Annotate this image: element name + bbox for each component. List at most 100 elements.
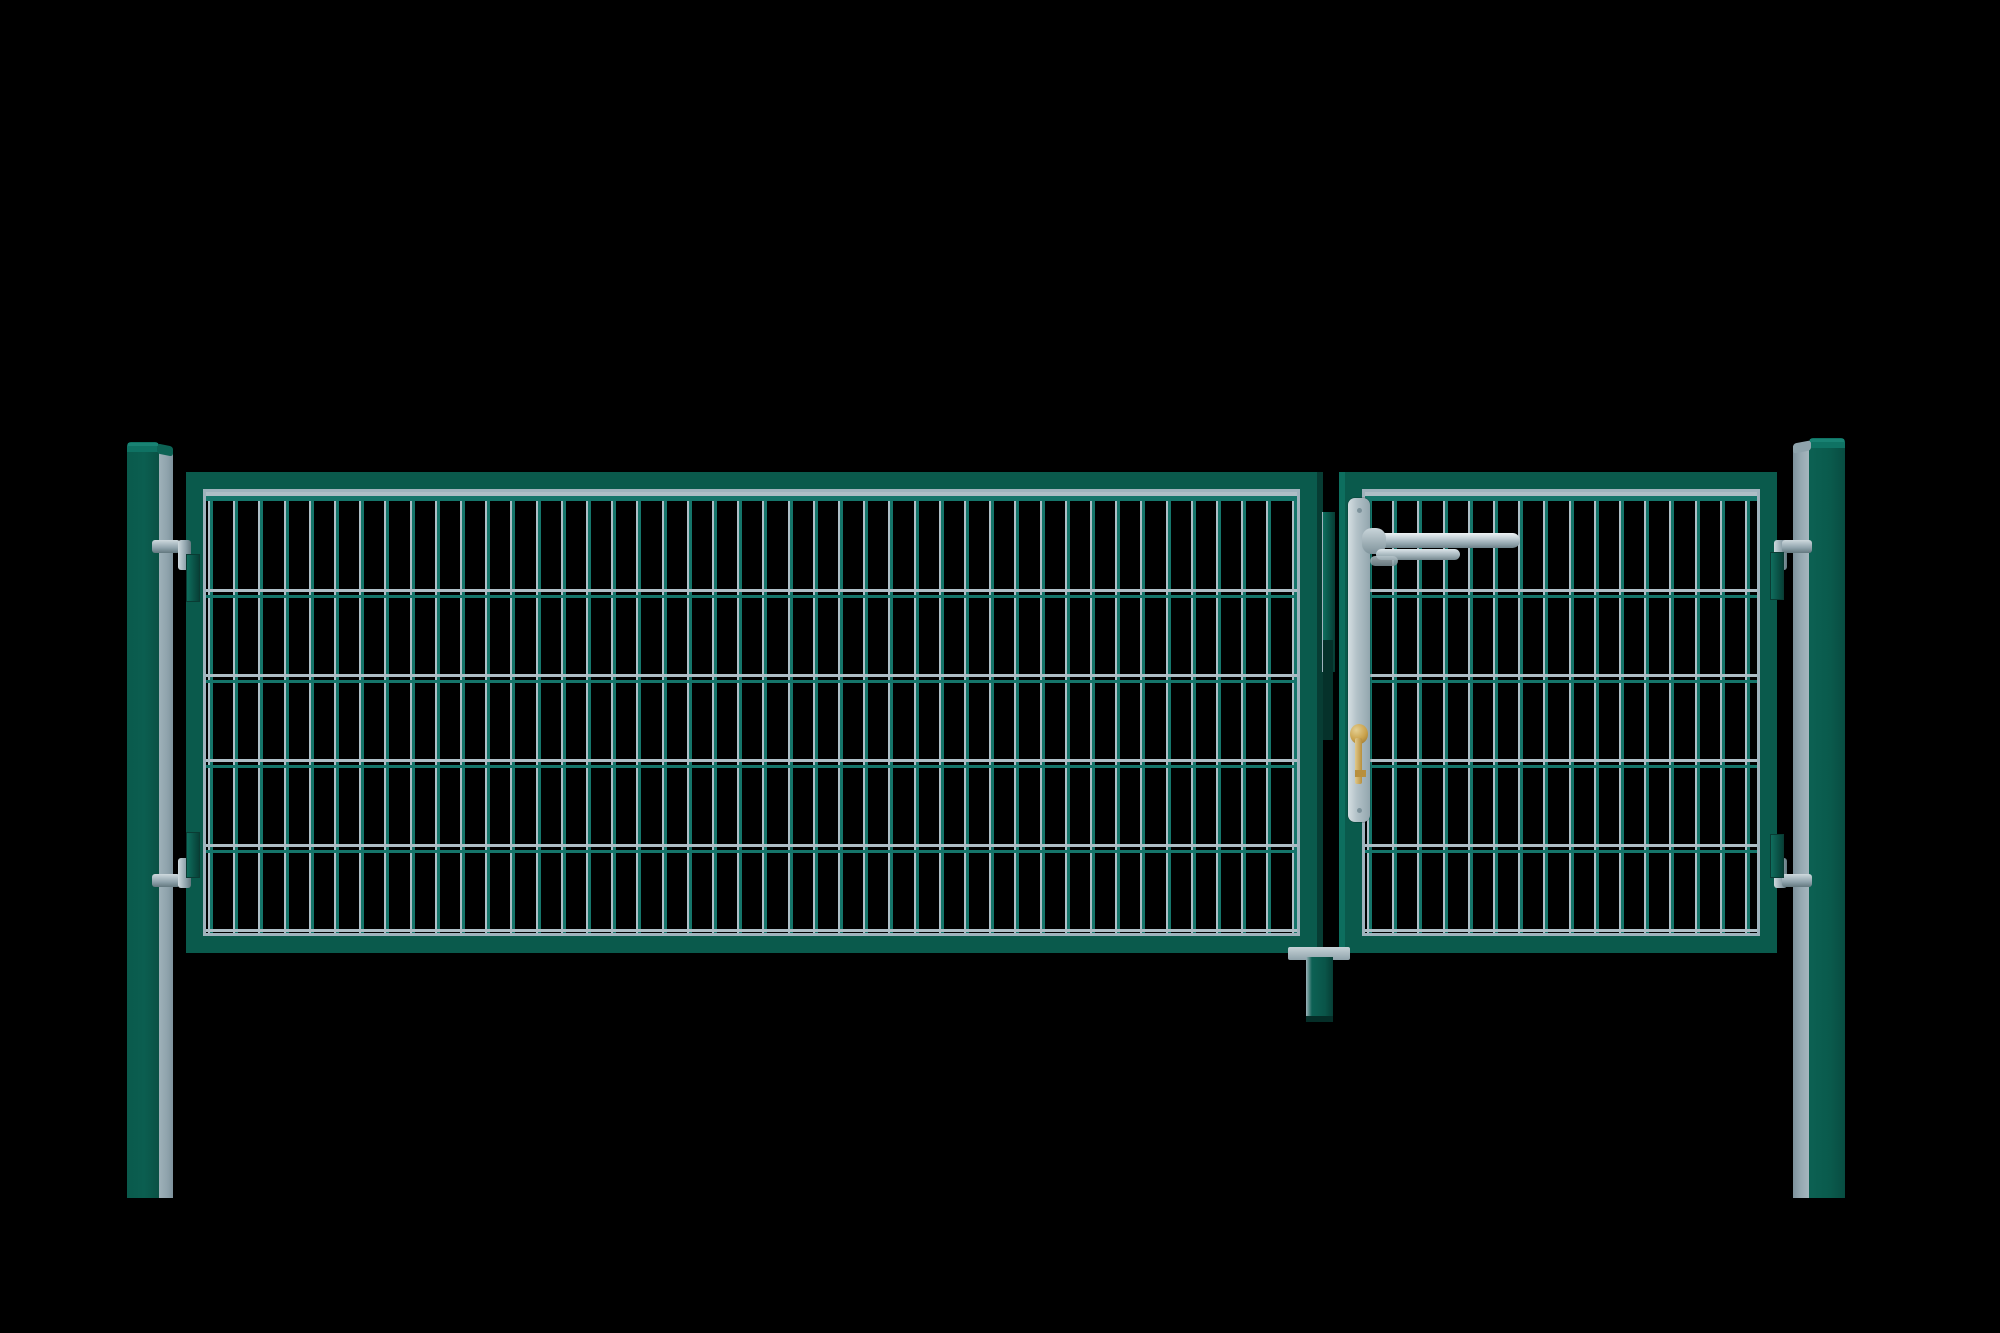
mesh-vertical-wire (560, 492, 566, 933)
mesh-horizontal-wire-pair (206, 929, 1297, 933)
drop-bolt[interactable] (1306, 957, 1333, 1021)
post-right-cap-icon (1809, 438, 1845, 448)
mesh-vertical-wire (1644, 492, 1650, 933)
mesh-vertical-wire (611, 492, 617, 933)
mesh-vertical-wire (661, 492, 667, 933)
mesh-vertical-wire (1694, 492, 1700, 933)
mesh-vertical-wire (1039, 492, 1045, 933)
mesh-vertical-wire (1493, 492, 1498, 933)
hinge-left-lower-barrel (152, 874, 180, 887)
mesh-vertical-wire (258, 492, 264, 933)
mesh-horizontal-wire-pair (1365, 759, 1757, 768)
mesh-horizontal-wire-pair (206, 759, 1297, 768)
mesh-vertical-wire (762, 492, 768, 933)
handle-lever-return-shadow (1370, 556, 1398, 566)
mesh-vertical-wire (460, 492, 465, 933)
mesh-vertical-wire (1392, 492, 1398, 933)
hinge-right-upper-plate (1770, 552, 1784, 600)
post-left (127, 442, 173, 1198)
post-right-cap-highlight (1810, 439, 1844, 442)
mesh-vertical-wire (1669, 492, 1675, 933)
mesh-vertical-wire (1543, 492, 1549, 933)
mesh-vertical-wire (1090, 492, 1095, 933)
mesh-horizontal-wire-pair (206, 492, 1297, 501)
handle-lever[interactable] (1366, 533, 1520, 548)
hinge-right-lower-plate (1770, 834, 1784, 878)
mesh-vertical-wire (1568, 492, 1574, 933)
mesh-vertical-wire (1291, 492, 1297, 933)
post-left-side (159, 450, 173, 1198)
leaf-left-closing-edge (1317, 472, 1323, 953)
mesh-vertical-wire (485, 492, 491, 933)
mesh-vertical-wire (1619, 492, 1624, 933)
mesh-vertical-wire (1417, 492, 1423, 933)
post-left-face (127, 450, 159, 1198)
mesh-vertical-wire (283, 492, 289, 933)
mesh-vertical-wire (586, 492, 591, 933)
mesh-horizontal-wire-pair (206, 589, 1297, 598)
mesh-vertical-wire (888, 492, 894, 933)
leaf-right[interactable] (1345, 472, 1777, 953)
mesh-vertical-wire (1467, 492, 1473, 933)
drop-bolt-keeper (1288, 947, 1350, 960)
post-right-face (1809, 446, 1845, 1198)
key-bit-icon (1355, 770, 1366, 777)
hinge-right-lower-barrel (1782, 874, 1812, 887)
mesh-vertical-wire (510, 492, 516, 933)
hinge-right-lower (1752, 834, 1814, 898)
post-left-cap-highlight (128, 443, 158, 446)
mesh-vertical-wire (409, 492, 415, 933)
mesh-vertical-wire (1719, 492, 1725, 933)
mesh-vertical-wire (863, 492, 869, 933)
mesh-vertical-wire (938, 492, 944, 933)
hinge-left-upper-barrel (152, 540, 180, 553)
mesh-vertical-wire (1140, 492, 1146, 933)
mesh-vertical-wire (1241, 492, 1247, 933)
leaf-right-mesh (1365, 492, 1757, 933)
mesh-vertical-wire (359, 492, 365, 933)
mesh-horizontal-wire-pair (1365, 674, 1757, 683)
mesh-vertical-wire (989, 492, 995, 933)
mesh-horizontal-wire-pair (1365, 844, 1757, 853)
mesh-vertical-wire (812, 492, 818, 933)
mesh-vertical-wire (1518, 492, 1524, 933)
mesh-vertical-wire (1266, 492, 1272, 933)
mesh-vertical-wire (636, 492, 642, 933)
mesh-vertical-wire (1064, 492, 1070, 933)
mesh-vertical-wire (838, 492, 843, 933)
mesh-vertical-wire (712, 492, 717, 933)
hinge-left-lower (152, 832, 212, 898)
mesh-vertical-wire (686, 492, 692, 933)
mesh-vertical-wire (1593, 492, 1599, 933)
mesh-vertical-wire (1165, 492, 1171, 933)
leaf-right-closing-edge (1339, 472, 1345, 953)
hinge-right-upper (1752, 538, 1814, 600)
mesh-vertical-wire (1216, 492, 1221, 933)
mesh-vertical-wire (1115, 492, 1121, 933)
mesh-vertical-wire (308, 492, 314, 933)
post-right-side (1793, 446, 1809, 1198)
handle-plate-screw-top-icon (1357, 508, 1362, 513)
latch-keeper (1322, 512, 1335, 672)
leaf-left[interactable] (186, 472, 1317, 953)
hinge-left-upper-plate (186, 554, 200, 602)
post-right (1793, 438, 1845, 1198)
mesh-vertical-wire (1442, 492, 1448, 933)
mesh-horizontal-wire-pair (1365, 929, 1757, 933)
mesh-vertical-wire (1014, 492, 1020, 933)
hinge-right-upper-barrel (1782, 540, 1812, 553)
mesh-horizontal-wire-pair (206, 844, 1297, 853)
mesh-vertical-wire (384, 492, 390, 933)
mesh-vertical-wire (1745, 492, 1750, 933)
profile-cylinder[interactable] (1350, 724, 1368, 744)
mesh-vertical-wire (1190, 492, 1196, 933)
post-left-cap-icon (127, 442, 159, 452)
mesh-vertical-wire (233, 492, 239, 933)
mesh-vertical-wire (535, 492, 541, 933)
mesh-vertical-wire (787, 492, 793, 933)
mesh-vertical-wire (434, 492, 440, 933)
leaf-left-mesh (206, 492, 1297, 933)
handle-plate-screw-bottom-icon (1357, 808, 1362, 813)
hinge-left-lower-plate (186, 832, 200, 878)
